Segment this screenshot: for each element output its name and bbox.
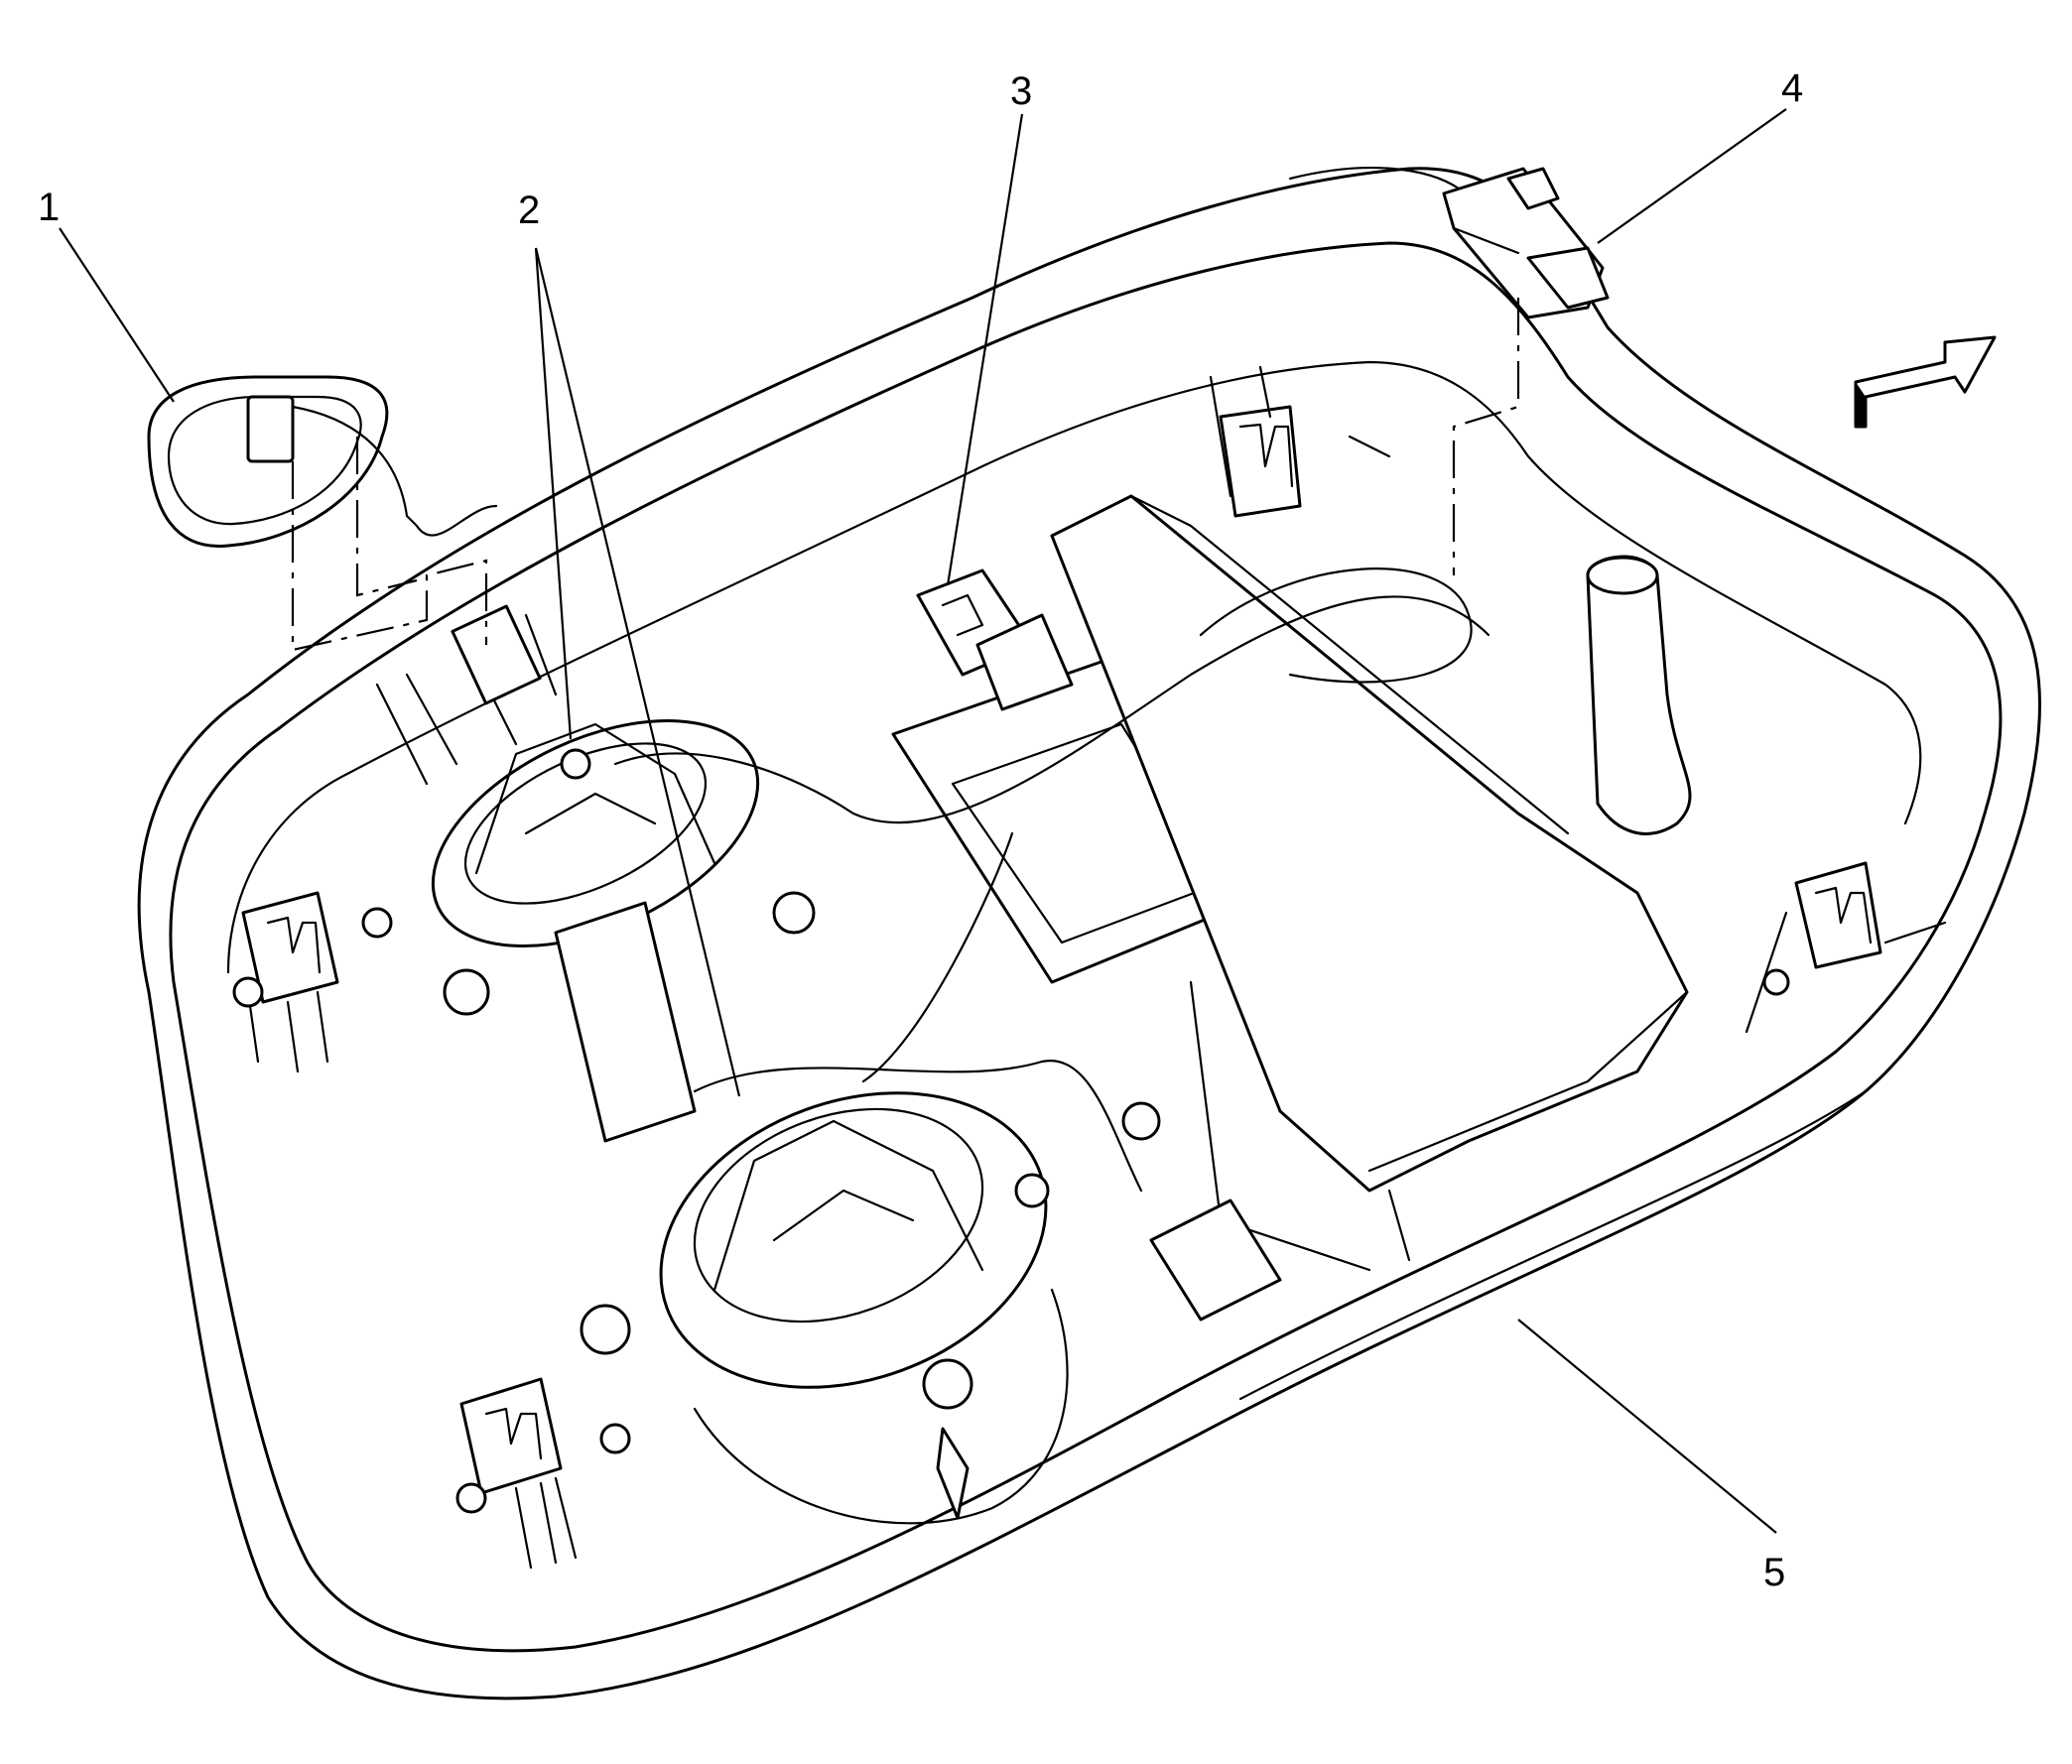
leader-line-2a — [534, 247, 573, 740]
leader-line-5 — [1517, 1319, 1777, 1534]
leader-line-3 — [946, 113, 1024, 586]
callout-4: 4 — [1781, 66, 1803, 110]
housing-clip-right — [1745, 861, 1947, 1034]
callout-1: 1 — [38, 186, 60, 229]
leader-lines — [59, 108, 1787, 1534]
wiring-harness-connector — [1442, 167, 1610, 319]
housing-clip-top — [1209, 365, 1391, 518]
leader-line-1 — [59, 227, 175, 403]
leader-line-4 — [1597, 108, 1787, 244]
lamp-routing-dashed-lines — [291, 437, 488, 652]
glass-actuator-motor-upper — [431, 718, 816, 1143]
callout-3: 3 — [1010, 69, 1032, 113]
callout-5: 5 — [1763, 1551, 1785, 1594]
mirror-connector — [916, 568, 1074, 711]
callout-2: 2 — [518, 189, 540, 232]
callout-labels: 1 2 3 4 5 — [38, 66, 1803, 1594]
arrow-right-icon — [1854, 335, 1997, 429]
housing-clip-upper-left — [232, 891, 393, 1073]
mirror-interior — [232, 365, 1947, 1570]
leader-line-2b — [534, 247, 741, 1097]
glass-actuator-motor-lower — [580, 1091, 1069, 1525]
turn-signal-lamp — [147, 375, 498, 548]
housing-clip-lower-left — [455, 1377, 631, 1570]
connector-routing-dashed-lines — [1288, 167, 1520, 575]
